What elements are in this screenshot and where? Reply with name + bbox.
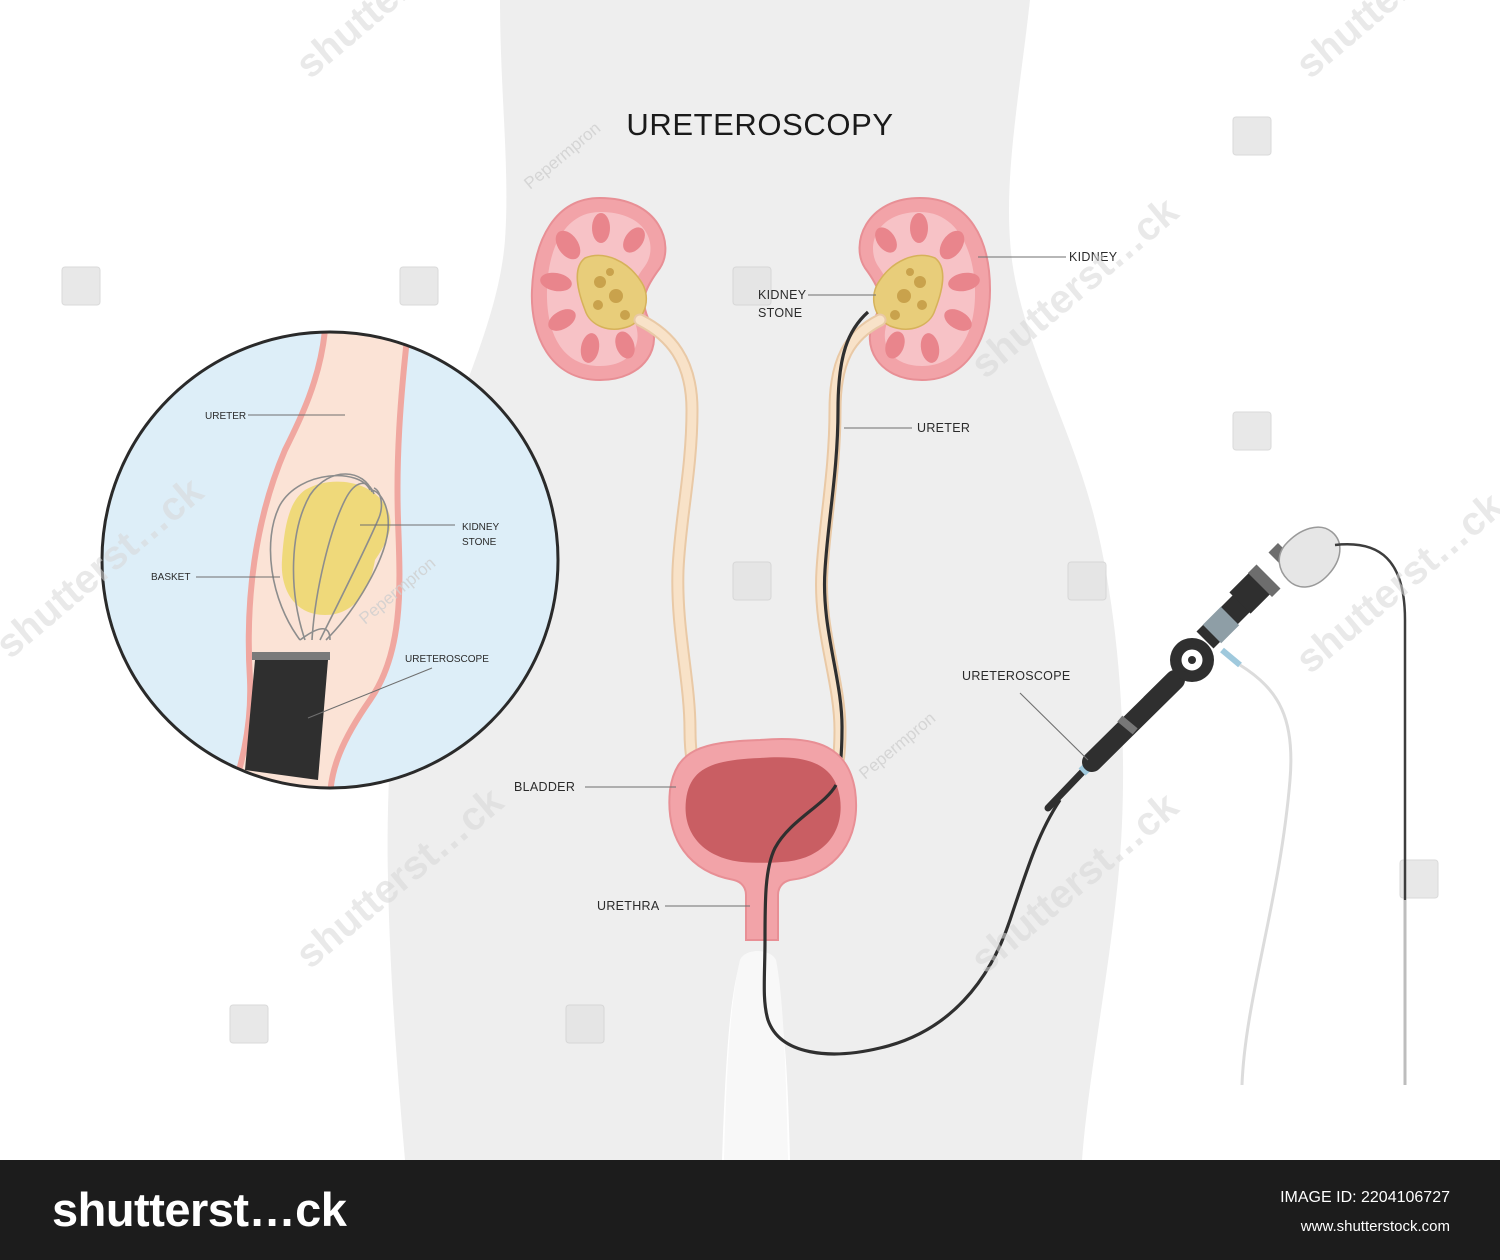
ureteroscope-device [1044,526,1407,1086]
leader-lines [585,256,1089,907]
label-kidney-stone-1: KIDNEY [758,288,807,302]
label-kidney: KIDNEY [1069,250,1118,264]
inset-leader-lines [196,414,455,719]
inset-magnifier [100,330,560,790]
inset-label-kidney-stone-1: KIDNEY [462,522,500,533]
scope-cable-in-bladder [762,784,1062,1056]
inset-label-basket: BASKET [151,572,190,583]
label-bladder: BLADDER [514,780,575,794]
scope-light-cable [1239,663,1293,1086]
inset-stone [281,481,391,615]
bladder [668,738,858,941]
scope-video-cable [1334,543,1407,1085]
diagram-title: UREΤEROSCOPY [626,107,893,142]
label-ureter: URETER [917,421,970,435]
watermark-tiles [61,116,1439,1044]
svg-text:shutterst…ck: shutterst…ck [1288,0,1500,87]
image-id: IMAGE ID: 2204106727 [1280,1189,1450,1206]
stock-footer: shutterst…ck IMAGE ID: 2204106727 www.sh… [0,1160,1500,1260]
shutterstock-logo: shutterst…ck [52,1183,347,1236]
svg-text:shutterst…ck: shutterst…ck [288,0,513,87]
inset-basket [269,473,390,641]
right-kidney [858,196,992,382]
inset-label-ureter: URETER [205,411,246,422]
inset-label-kidney-stone-2: STONE [462,537,497,548]
label-ureteroscope: URETEROSCOPE [962,669,1070,683]
site-url: www.shutterstock.com [1300,1218,1450,1235]
label-kidney-stone-2: STONE [758,306,802,320]
ureteroscopy-illustration: UREΤEROSCOPY [0,0,1500,1160]
left-kidney [530,196,667,382]
inset-label-ureteroscope: URETEROSCOPE [405,654,489,665]
label-urethra: URETHRA [597,899,660,913]
